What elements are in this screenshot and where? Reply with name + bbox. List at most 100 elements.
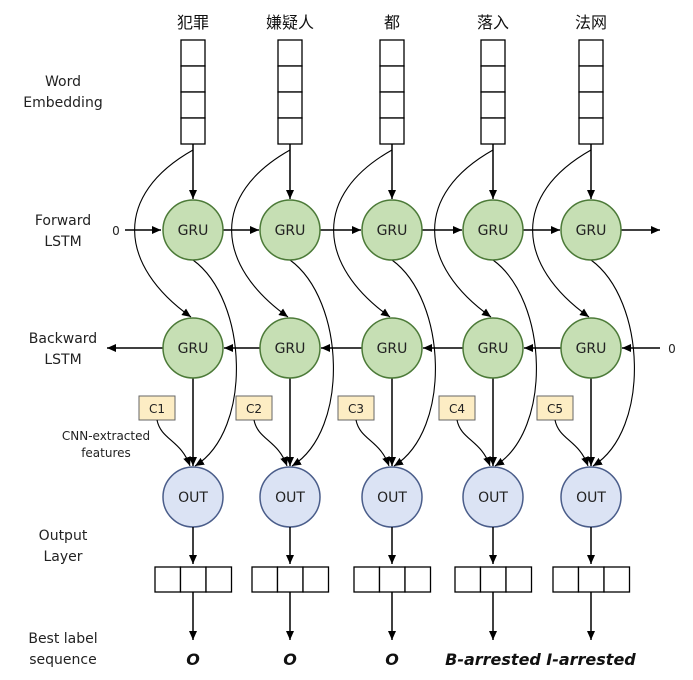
backward-gru-node: [259, 317, 321, 379]
backward-init-zero: 0: [668, 342, 676, 356]
feature-to-out-arrow: [355, 419, 390, 467]
best-label-text: O: [283, 650, 297, 669]
label-word-embedding-line2: Embedding: [23, 95, 102, 111]
forward-gru-node: [462, 199, 524, 261]
out-node-label: OUT: [576, 490, 606, 506]
forward-gru-label: GRU: [576, 223, 607, 239]
label-cnn-line1: CNN-extracted: [62, 429, 150, 443]
embedding-cell: [180, 117, 206, 145]
embedding-cell: [180, 65, 206, 93]
label-output-layer-line1: Output: [39, 528, 88, 544]
backward-gru-label: GRU: [478, 341, 509, 357]
output-cell: [378, 566, 406, 593]
embed-to-backward-arrow: [231, 149, 291, 318]
best-label-text: O: [385, 650, 399, 669]
feature-to-out-arrow: [456, 419, 491, 467]
embed-to-backward-arrow: [333, 149, 393, 318]
output-cell: [454, 566, 482, 593]
embedding-cell: [277, 117, 303, 145]
output-cell: [353, 566, 381, 593]
backward-gru-node: [560, 317, 622, 379]
embedding-cell: [180, 91, 206, 119]
best-label-text: O: [186, 650, 200, 669]
embedding-cell: [578, 39, 604, 67]
token-text: 犯罪: [177, 13, 209, 32]
token-text: 都: [384, 13, 400, 32]
forward-to-out-arrow: [192, 259, 237, 467]
embedding-cell: [480, 117, 506, 145]
backward-gru-label: GRU: [576, 341, 607, 357]
label-backward-line1: Backward: [29, 331, 97, 347]
embedding-cell: [480, 91, 506, 119]
token-text: 落入: [477, 13, 509, 32]
out-node-label: OUT: [478, 490, 508, 506]
cnn-feature-label: C3: [348, 402, 364, 416]
embedding-cell: [379, 91, 405, 119]
forward-gru-node: [560, 199, 622, 261]
output-cell: [251, 566, 279, 593]
embedding-cell: [277, 91, 303, 119]
cnn-feature-box: [536, 395, 574, 421]
output-cell: [179, 566, 207, 593]
cnn-feature-box: [235, 395, 273, 421]
forward-gru-node: [162, 199, 224, 261]
label-cnn-line2: features: [81, 446, 131, 460]
feature-to-out-arrow: [253, 419, 288, 467]
output-cell: [302, 566, 330, 593]
backward-gru-label: GRU: [275, 341, 306, 357]
out-node-label: OUT: [377, 490, 407, 506]
cnn-feature-label: C1: [149, 402, 165, 416]
forward-gru-node: [361, 199, 423, 261]
cnn-feature-label: C4: [449, 402, 465, 416]
label-forward-line1: Forward: [35, 213, 91, 229]
feature-to-out-arrow: [156, 419, 191, 467]
embed-to-backward-arrow: [532, 149, 592, 318]
forward-to-out-arrow: [492, 259, 537, 467]
label-output-layer-line2: Layer: [43, 549, 82, 565]
embedding-cell: [578, 65, 604, 93]
embed-to-backward-arrow: [134, 149, 194, 318]
token-text: 法网: [575, 13, 607, 32]
embedding-cell: [180, 39, 206, 67]
embedding-cell: [379, 117, 405, 145]
output-cell: [552, 566, 580, 593]
embedding-cell: [379, 39, 405, 67]
label-best-label-line2: sequence: [29, 652, 96, 668]
output-cell: [205, 566, 233, 593]
label-word-embedding-line1: Word: [45, 74, 81, 90]
best-label-text: B-arrested: [445, 650, 541, 669]
backward-gru-label: GRU: [178, 341, 209, 357]
embedding-cell: [277, 65, 303, 93]
forward-gru-label: GRU: [275, 223, 306, 239]
output-cell: [404, 566, 432, 593]
output-cell: [577, 566, 605, 593]
forward-gru-label: GRU: [478, 223, 509, 239]
embedding-cell: [578, 91, 604, 119]
forward-to-out-arrow: [391, 259, 436, 467]
label-best-label-line1: Best label: [28, 631, 97, 647]
cnn-feature-label: C2: [246, 402, 262, 416]
feature-to-out-arrow: [554, 419, 589, 467]
embedding-cell: [480, 39, 506, 67]
output-cell: [603, 566, 631, 593]
out-node-label: OUT: [178, 490, 208, 506]
backward-gru-label: GRU: [377, 341, 408, 357]
output-cell: [505, 566, 533, 593]
label-backward-line2: LSTM: [44, 352, 81, 368]
forward-to-out-arrow: [289, 259, 334, 467]
embedding-cell: [277, 39, 303, 67]
label-forward-line2: LSTM: [44, 234, 81, 250]
forward-to-out-arrow: [590, 259, 635, 467]
token-text: 嫌疑人: [266, 13, 314, 32]
forward-gru-label: GRU: [178, 223, 209, 239]
backward-gru-node: [361, 317, 423, 379]
output-cell: [154, 566, 182, 593]
output-cell: [479, 566, 507, 593]
embedding-cell: [578, 117, 604, 145]
output-cell: [276, 566, 304, 593]
cnn-feature-label: C5: [547, 402, 563, 416]
embed-to-backward-arrow: [434, 149, 494, 318]
forward-gru-node: [259, 199, 321, 261]
